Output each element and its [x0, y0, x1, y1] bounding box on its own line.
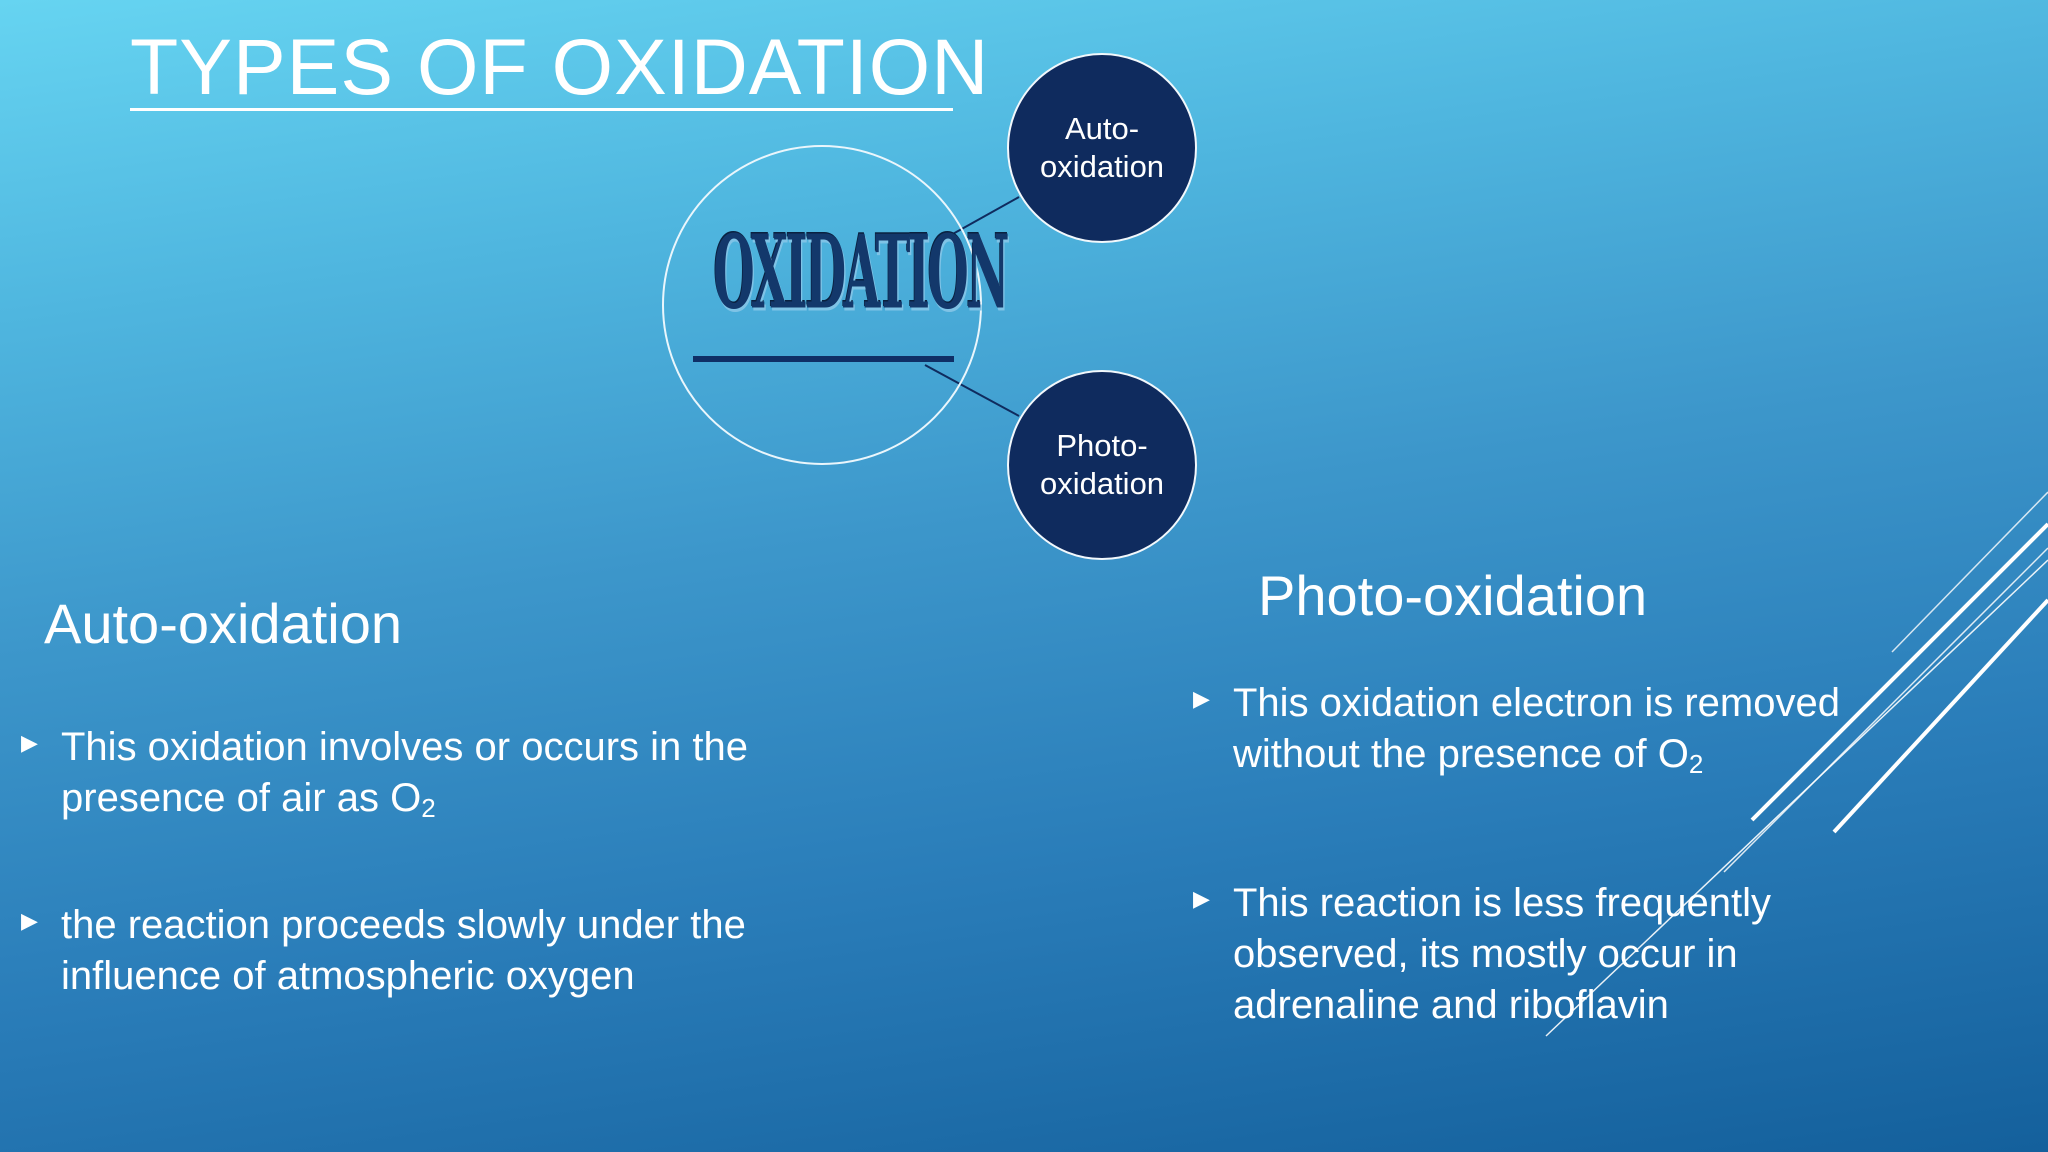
- auto-bullet-2-text: the reaction proceeds slowly under the i…: [61, 900, 821, 1002]
- slide-title: TYPES OF OXIDATION: [130, 22, 990, 111]
- triangle-right-icon: ▶: [1193, 886, 1210, 911]
- node-auto-line2: oxidation: [1039, 149, 1165, 184]
- triangle-right-icon: ▶: [21, 730, 38, 755]
- auto-oxidation-heading: Auto-oxidation: [44, 592, 403, 655]
- subscript-2: 2: [1688, 749, 1704, 779]
- photo-bullet-1-line2: without the presence of O: [1233, 732, 1689, 776]
- photo-bullet-2-text: This reaction is less frequently observe…: [1233, 878, 2033, 1031]
- node-photo-oxidation: Photo- oxidation: [1007, 370, 1197, 560]
- node-auto-label: Auto- oxidation: [1027, 110, 1177, 186]
- auto-bullet-1-line1: This oxidation involves or occurs in the: [61, 725, 748, 769]
- node-auto-line1: Auto-: [1064, 111, 1140, 146]
- photo-bullet-2-line2: observed, its mostly occur in: [1233, 932, 1738, 976]
- photo-bullet-1-text: This oxidation electron is removed witho…: [1233, 678, 2033, 780]
- triangle-right-icon: ▶: [1193, 686, 1210, 711]
- auto-bullet-2-line2: influence of atmospheric oxygen: [61, 954, 635, 998]
- node-auto-oxidation: Auto- oxidation: [1007, 53, 1197, 243]
- node-photo-line1: Photo-: [1056, 428, 1148, 463]
- node-photo-line2: oxidation: [1039, 466, 1165, 501]
- node-photo-label: Photo- oxidation: [1027, 427, 1177, 503]
- title-underline: [130, 108, 953, 111]
- oxidation-hub-circle: [662, 145, 982, 465]
- photo-bullet-2-line3: adrenaline and riboflavin: [1233, 983, 1669, 1027]
- triangle-right-icon: ▶: [21, 908, 38, 933]
- photo-oxidation-heading: Photo-oxidation: [1258, 564, 1648, 627]
- photo-bullet-1-line1: This oxidation electron is removed: [1233, 681, 1840, 725]
- subscript-2: 2: [421, 793, 436, 823]
- auto-bullet-1-text: This oxidation involves or occurs in the…: [61, 722, 821, 824]
- hub-underline: [693, 356, 954, 362]
- auto-bullet-2-line1: the reaction proceeds slowly under the: [61, 903, 746, 947]
- auto-bullet-1-line2: presence of air as O: [61, 776, 422, 820]
- photo-bullet-2-line1: This reaction is less frequently: [1233, 881, 1772, 925]
- hub-label: OXIDATION: [713, 211, 1009, 333]
